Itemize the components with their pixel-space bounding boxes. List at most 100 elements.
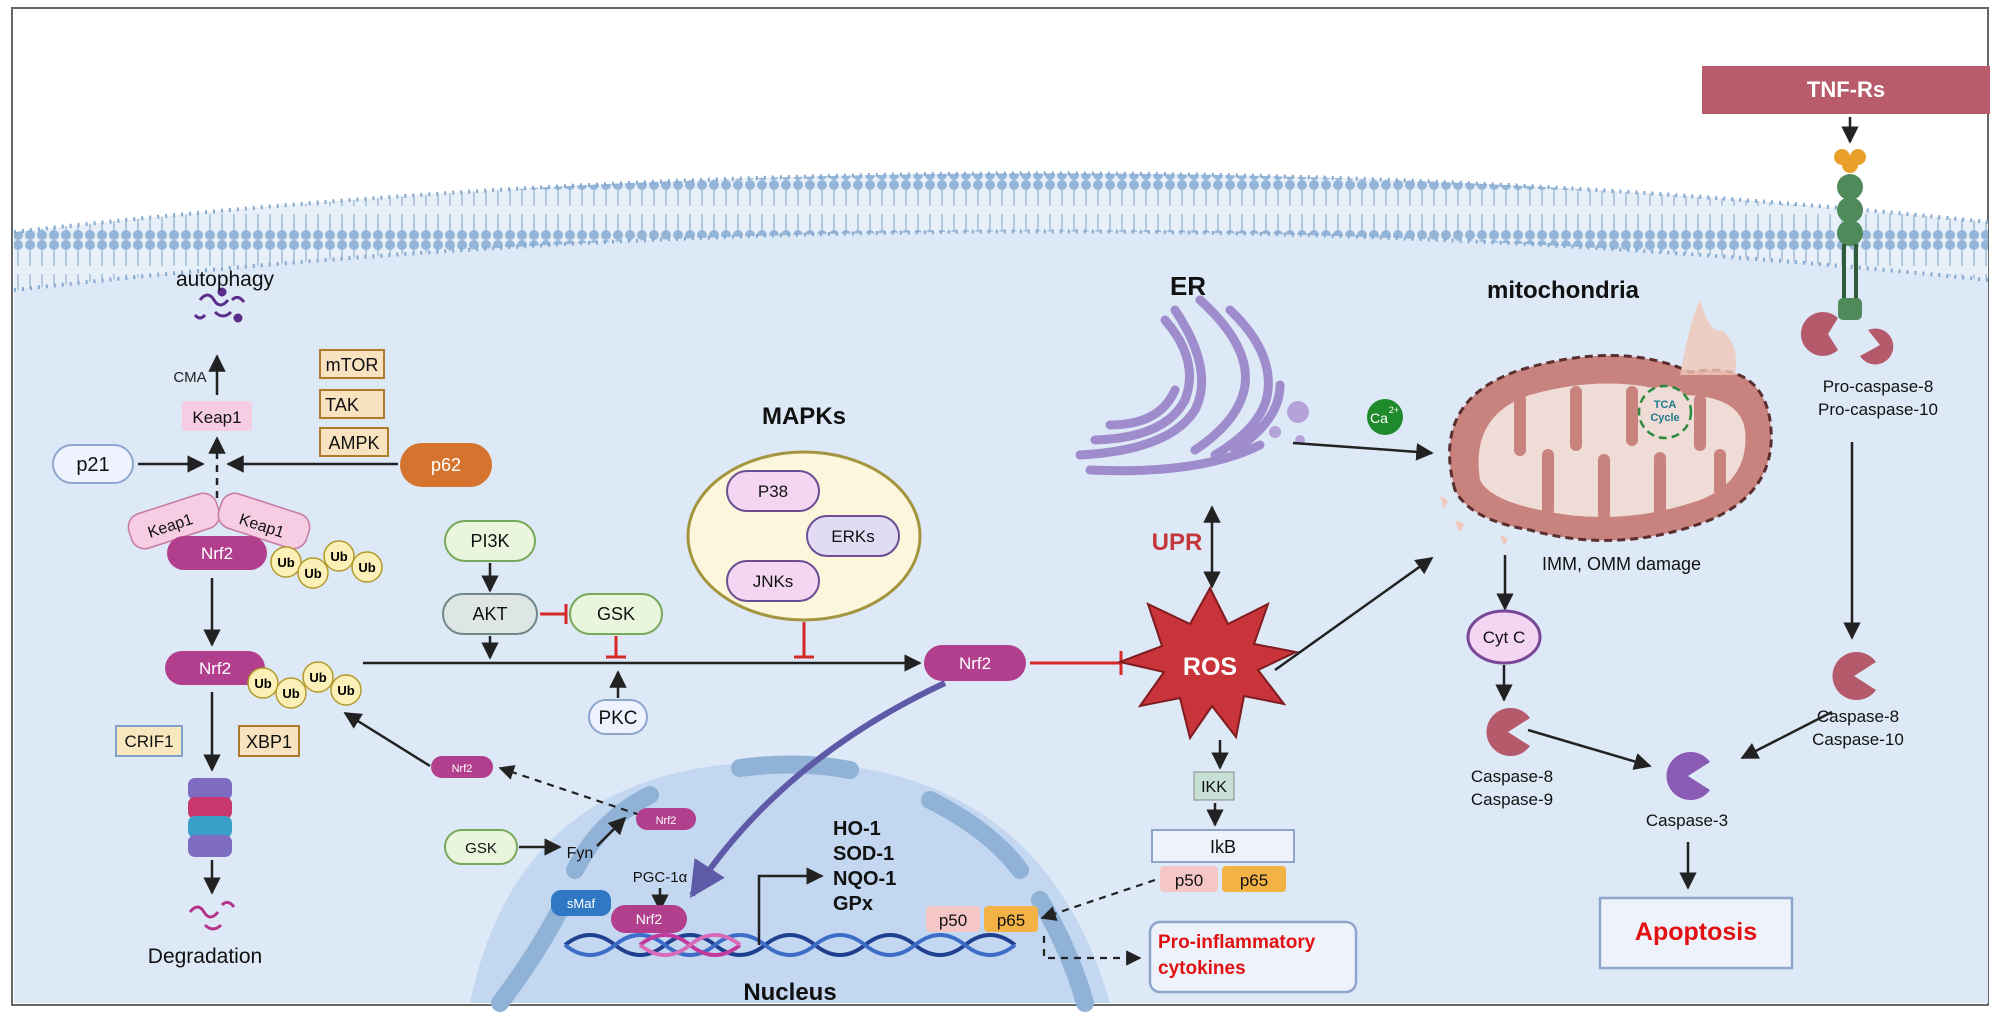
svg-text:Ub: Ub	[309, 670, 326, 685]
ubiquitin-chain-bottom: Ub Ub Ub Ub	[247, 661, 362, 709]
gene-gpx: GPx	[833, 893, 873, 915]
svg-text:CRIF1: CRIF1	[124, 732, 173, 751]
p38-node	[726, 470, 820, 512]
svg-text:p65: p65	[997, 911, 1025, 930]
jnks-node	[726, 560, 820, 602]
pgc1a-label: PGC-1α	[633, 869, 688, 886]
p21-node	[52, 444, 134, 484]
svg-text:ERKs: ERKs	[831, 527, 874, 546]
svg-text:GSK: GSK	[597, 604, 635, 624]
caspase-3-icon	[1666, 752, 1710, 801]
nucleus-label: Nucleus	[743, 979, 836, 1006]
ubiquitin-chain-top: Ub Ub Ub Ub	[270, 540, 383, 589]
mitochondria-icon: TCA Cycle	[1440, 300, 1773, 546]
degradation-icon	[188, 900, 236, 931]
pkc-node	[588, 699, 648, 735]
svg-text:Ub: Ub	[277, 555, 294, 570]
p62-node	[400, 443, 492, 487]
crif1-box	[115, 725, 183, 757]
svg-text:P38: P38	[758, 482, 788, 501]
caspase-8-10-icon	[1832, 652, 1876, 701]
gsk-bottom-node	[444, 829, 518, 865]
ros-burst	[1116, 585, 1300, 741]
upr-label: UPR	[1152, 529, 1203, 556]
svg-text:Cycle: Cycle	[1650, 412, 1679, 424]
svg-text:p50: p50	[939, 911, 967, 930]
svg-text:Pro-caspase-8: Pro-caspase-8	[1823, 377, 1934, 396]
svg-text:Caspase-8: Caspase-8	[1471, 767, 1553, 786]
svg-text:Caspase-9: Caspase-9	[1471, 790, 1553, 809]
svg-text:Ub: Ub	[358, 560, 375, 575]
svg-text:Apoptosis: Apoptosis	[1635, 918, 1757, 946]
svg-text:p65: p65	[1240, 871, 1268, 890]
cytc-node	[1466, 609, 1542, 665]
imm-omm-label: IMM, OMM damage	[1542, 554, 1701, 574]
akt-node	[442, 593, 538, 635]
svg-text:Nrf2: Nrf2	[959, 654, 991, 673]
ikk-node	[1193, 771, 1235, 801]
svg-text:Pro-caspase-10: Pro-caspase-10	[1818, 400, 1938, 419]
mtor-box	[319, 349, 385, 379]
svg-text:Nrf2: Nrf2	[201, 544, 233, 563]
svg-text:Ub: Ub	[337, 683, 354, 698]
svg-text:TCA: TCA	[1654, 399, 1677, 411]
apoptosis-box	[1598, 896, 1794, 970]
gene-nqo1: NQO-1	[833, 868, 896, 890]
p65-cyto	[1222, 866, 1286, 892]
nrf2-center-node	[924, 645, 1026, 681]
nrf2-ub-node	[165, 651, 265, 685]
transcription-arrow	[757, 867, 824, 945]
svg-text:IkB: IkB	[1210, 837, 1236, 857]
p65-nucleus	[984, 906, 1038, 932]
proteasome-icon	[188, 778, 232, 857]
tak-box	[319, 389, 385, 419]
svg-text:Ca: Ca	[1370, 410, 1388, 426]
svg-text:Cyt C: Cyt C	[1483, 628, 1526, 647]
svg-text:Ub: Ub	[282, 686, 299, 701]
svg-text:p62: p62	[431, 455, 461, 475]
pi3k-node	[444, 520, 536, 562]
er-icon	[1075, 295, 1285, 476]
cma-label: CMA	[173, 369, 206, 386]
nrf2-nucleus-node	[611, 905, 687, 933]
nrf2-small-nuc	[636, 808, 696, 830]
p50-nucleus	[926, 906, 980, 932]
svg-text:cytokines: cytokines	[1158, 958, 1246, 979]
svg-text:AKT: AKT	[472, 604, 507, 624]
svg-text:XBP1: XBP1	[246, 732, 292, 752]
svg-text:Ub: Ub	[254, 676, 271, 691]
svg-text:Keap1: Keap1	[192, 408, 241, 427]
p50-cyto	[1160, 866, 1218, 892]
svg-text:mTOR: mTOR	[326, 355, 379, 375]
svg-text:Nrf2: Nrf2	[199, 659, 231, 678]
svg-text:PI3K: PI3K	[470, 531, 509, 551]
svg-text:Nrf2: Nrf2	[636, 911, 663, 927]
svg-text:Ub: Ub	[330, 549, 347, 564]
svg-text:p21: p21	[76, 454, 109, 476]
nrf2-small-cyto	[431, 756, 493, 778]
proinflammatory-box	[1148, 920, 1358, 994]
svg-text:Caspase-10: Caspase-10	[1812, 730, 1904, 749]
svg-text:sMaf: sMaf	[567, 896, 596, 911]
ikb-node	[1151, 829, 1295, 863]
calcium-icon	[1367, 399, 1403, 435]
svg-text:JNKs: JNKs	[753, 572, 794, 591]
gene-ho1: HO-1	[833, 818, 881, 840]
svg-text:Caspase-8: Caspase-8	[1817, 707, 1899, 726]
autophagy-icon	[193, 287, 246, 323]
svg-text:Pro-inflammatory: Pro-inflammatory	[1158, 932, 1316, 953]
keap1-free	[182, 401, 252, 431]
svg-text:ROS: ROS	[1183, 653, 1237, 681]
gsk-top-node	[569, 593, 663, 635]
svg-text:PKC: PKC	[598, 708, 637, 729]
svg-text:GSK: GSK	[465, 840, 497, 857]
svg-text:AMPK: AMPK	[328, 433, 379, 453]
dna-helix	[563, 933, 1017, 957]
mitochondria-label: mitochondria	[1487, 277, 1640, 304]
gene-sod1: SOD-1	[833, 843, 894, 865]
fyn-label: Fyn	[567, 845, 594, 862]
mapks-title: MAPKs	[762, 403, 846, 430]
svg-text:Nrf2: Nrf2	[452, 763, 473, 775]
tnfrs-box	[1702, 66, 1990, 114]
